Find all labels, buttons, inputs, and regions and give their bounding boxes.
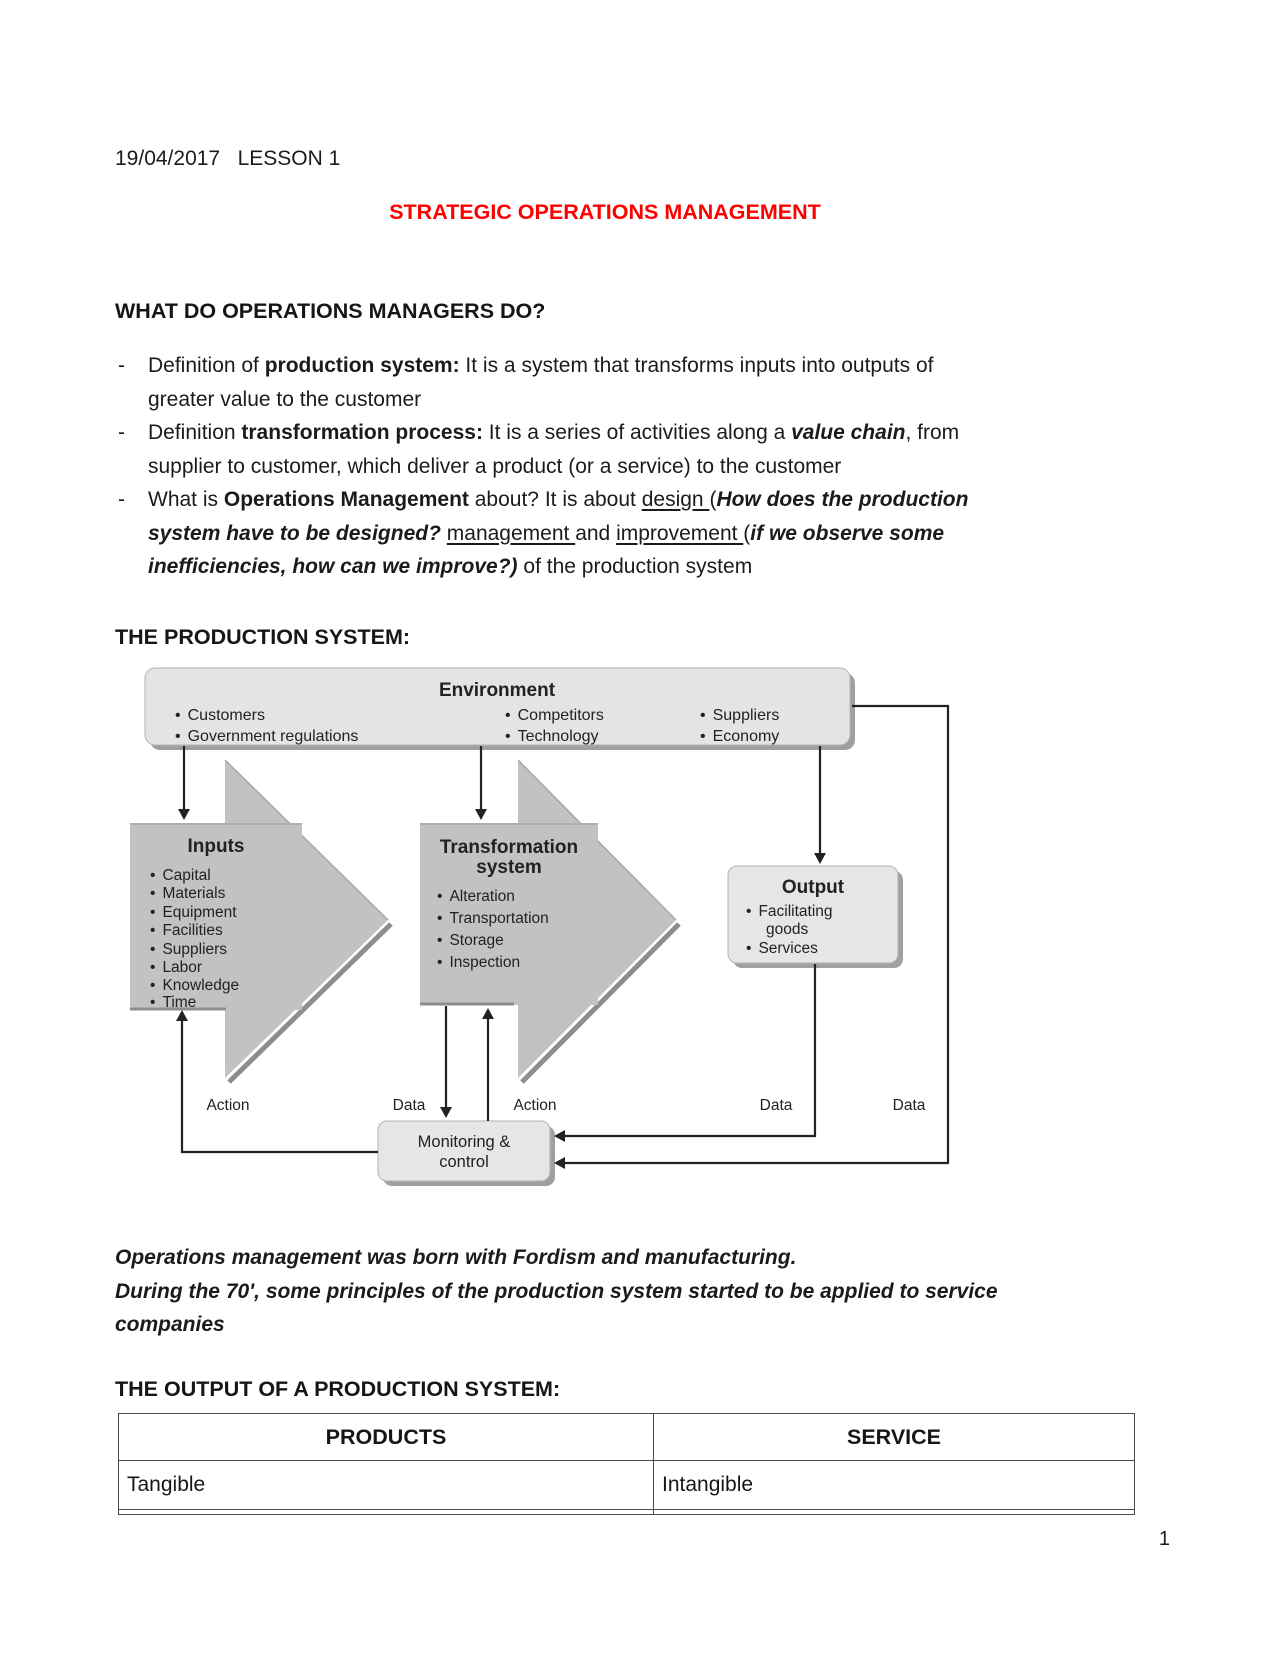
- output-box: Output •Facilitating goods •Services: [727, 865, 903, 968]
- inputs-box: Inputs •Capital •Materials •Equipment •F…: [130, 823, 302, 1011]
- svg-text:•Inspection: •Inspection: [437, 954, 520, 971]
- svg-text:•Materials: •Materials: [150, 885, 226, 902]
- svg-text:•Alteration: •Alteration: [437, 888, 515, 905]
- table-row: Tangible Intangible: [118, 1460, 1135, 1510]
- list-marker: -: [118, 354, 125, 377]
- svg-text:Monitoring &: Monitoring &: [418, 1133, 511, 1151]
- svg-text:•Government regulations: •Government regulations: [175, 728, 358, 745]
- header-products: PRODUCTS: [118, 1413, 654, 1461]
- label-data-right: Data: [893, 1097, 926, 1114]
- list-item: -What is Operations Management about? It…: [115, 483, 1080, 584]
- inputs-title: Inputs: [188, 836, 245, 857]
- svg-text:•Services: •Services: [746, 940, 818, 957]
- svg-text:•Facilitating: •Facilitating: [746, 903, 833, 920]
- transformation-box: Transformation system •Alteration •Trans…: [420, 823, 598, 1006]
- svg-text:•Facilities: •Facilities: [150, 922, 223, 939]
- svg-text:•Economy: •Economy: [700, 728, 779, 745]
- bullet-list: -Definition of production system: It is …: [115, 349, 1080, 584]
- label-action-left: Action: [206, 1097, 249, 1114]
- heading-operations-managers: WHAT DO OPERATIONS MANAGERS DO?: [115, 299, 546, 323]
- transformation-title: Transformation: [440, 837, 578, 858]
- svg-text:•Suppliers: •Suppliers: [700, 707, 779, 724]
- cell-intangible: Intangible: [653, 1460, 1135, 1510]
- svg-text:•Labor: •Labor: [150, 959, 202, 976]
- svg-text:•Time: •Time: [150, 994, 196, 1011]
- monitoring-control-box: Monitoring & control: [377, 1120, 555, 1186]
- figure-connectors: [176, 704, 950, 1169]
- svg-text:•Knowledge: •Knowledge: [150, 977, 239, 994]
- table-header-row: PRODUCTS SERVICE: [118, 1413, 1135, 1461]
- label-action-mid: Action: [513, 1097, 556, 1114]
- svg-text:goods: goods: [766, 921, 808, 938]
- svg-text:•Competitors: •Competitors: [505, 707, 604, 724]
- label-data-mid: Data: [393, 1097, 426, 1114]
- svg-text:•Customers: •Customers: [175, 707, 265, 724]
- heading-output-system: THE OUTPUT OF A PRODUCTION SYSTEM:: [115, 1377, 561, 1401]
- page-number: 1: [1158, 1528, 1170, 1550]
- fordism-paragraph: Operations management was born with Ford…: [115, 1246, 998, 1336]
- heading-production-system: THE PRODUCTION SYSTEM:: [115, 625, 411, 649]
- svg-text:•Equipment: •Equipment: [150, 904, 237, 921]
- list-marker: -: [118, 421, 125, 444]
- environment-title: Environment: [439, 680, 556, 701]
- page-title: STRATEGIC OPERATIONS MANAGEMENT: [389, 200, 821, 224]
- svg-text:•Suppliers: •Suppliers: [150, 941, 227, 958]
- svg-text:•Capital: •Capital: [150, 867, 211, 884]
- svg-text:•Technology: •Technology: [505, 728, 599, 745]
- svg-text:system: system: [476, 857, 542, 878]
- cell-tangible: Tangible: [118, 1460, 654, 1510]
- header-service: SERVICE: [653, 1413, 1135, 1461]
- products-service-table: PRODUCTS SERVICE Tangible Intangible: [118, 1413, 1135, 1515]
- date-lesson-line: 19/04/2017 LESSON 1: [115, 147, 341, 170]
- environment-box: Environment •Customers •Government regul…: [144, 667, 855, 750]
- svg-text:control: control: [439, 1153, 489, 1171]
- svg-text:•Storage: •Storage: [437, 932, 504, 949]
- list-item: -Definition of production system: It is …: [115, 349, 1080, 416]
- label-data-output: Data: [760, 1097, 793, 1114]
- table-row-sliver: [118, 1509, 1135, 1515]
- production-system-figure: Inputs •Capital •Materials •Equipment •F…: [130, 667, 950, 1186]
- svg-text:•Transportation: •Transportation: [437, 910, 549, 927]
- output-title: Output: [782, 877, 845, 898]
- list-marker: -: [118, 488, 125, 511]
- list-item: -Definition transformation process: It i…: [115, 416, 1080, 483]
